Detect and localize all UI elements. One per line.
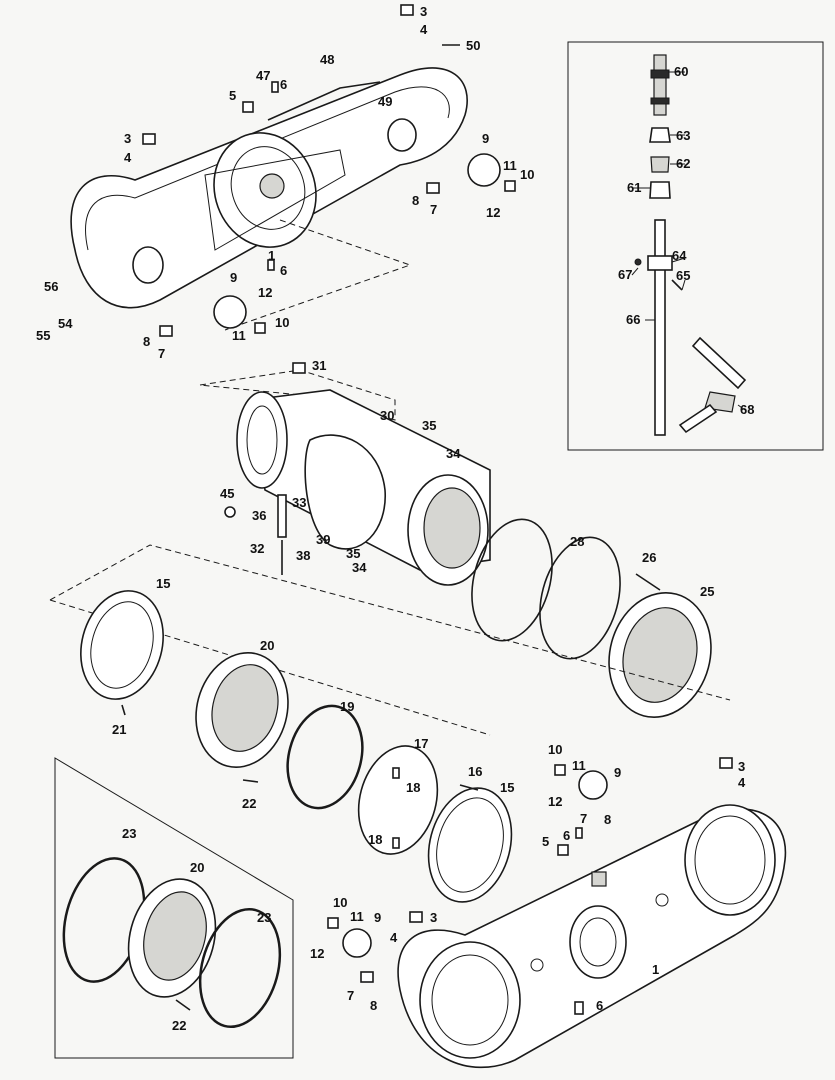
label-12-low: 12: [310, 946, 324, 961]
label-8-low: 8: [370, 998, 377, 1013]
label-10-bot: 10: [548, 742, 562, 757]
label-8-right: 8: [604, 812, 611, 827]
label-32: 32: [250, 541, 264, 556]
label-8-mid: 8: [143, 334, 150, 349]
label-10-mid: 10: [275, 315, 289, 330]
mid-parts: [49, 544, 731, 903]
label-22-bot: 22: [172, 1018, 186, 1033]
label-16: 16: [468, 764, 482, 779]
label-12-top: 12: [486, 205, 500, 220]
label-5-right: 5: [542, 834, 549, 849]
label-11-top: 11: [503, 158, 517, 173]
tool-inset: [567, 41, 824, 451]
label-45: 45: [220, 486, 234, 501]
label-15-top: 15: [156, 576, 170, 591]
label-18-top: 18: [406, 780, 420, 795]
label-23-right: 23: [257, 910, 271, 925]
label-30: 30: [380, 408, 394, 423]
lower-left-inset: [54, 757, 294, 1059]
seal-rings: [471, 518, 621, 660]
label-22-top: 22: [242, 796, 256, 811]
label-4-left: 4: [124, 150, 132, 165]
label-26: 26: [642, 550, 656, 565]
label-31: 31: [312, 358, 326, 373]
label-12-bot: 12: [548, 794, 562, 809]
label-1-top: 1: [268, 248, 275, 263]
label-11-bot: 11: [572, 758, 586, 773]
label-11-mid: 11: [232, 328, 246, 343]
label-1-bot: 1: [652, 962, 659, 977]
label-4-low: 4: [390, 930, 398, 945]
label-34-bot: 34: [352, 560, 367, 575]
part-labels: 3 4 50 48 47 5 6 49 3 4 9 11 10 8 7 12 1…: [36, 4, 754, 1033]
label-39: 39: [316, 532, 330, 547]
lower-drive-housing: [397, 804, 787, 1069]
label-63: 63: [676, 128, 690, 143]
label-28: 28: [570, 534, 584, 549]
label-6-mid: 6: [280, 263, 287, 278]
label-64: 64: [672, 248, 687, 263]
label-7-mid: 7: [158, 346, 165, 361]
label-33: 33: [292, 495, 306, 510]
label-3: 3: [420, 4, 427, 19]
label-6-bot: 6: [596, 998, 603, 1013]
label-25: 25: [700, 584, 714, 599]
label-48: 48: [320, 52, 334, 67]
label-15-mid: 15: [500, 780, 514, 795]
label-23-left: 23: [122, 826, 136, 841]
label-12-mid: 12: [258, 285, 272, 300]
label-10-low: 10: [333, 895, 347, 910]
upper-drive-housing: [70, 67, 468, 331]
axle-housing: [199, 362, 491, 586]
label-34-top: 34: [446, 446, 461, 461]
label-49: 49: [378, 94, 392, 109]
small-hardware: [142, 4, 733, 983]
label-20-bot: 20: [190, 860, 204, 875]
label-38: 38: [296, 548, 310, 563]
label-3-right: 3: [738, 759, 745, 774]
label-21: 21: [112, 722, 126, 737]
label-10-top: 10: [520, 167, 534, 182]
label-35-top: 35: [422, 418, 436, 433]
label-9-bot: 9: [614, 765, 621, 780]
ring-gear-25: [608, 573, 712, 719]
label-17: 17: [414, 736, 428, 751]
label-68: 68: [740, 402, 754, 417]
label-35-bot: 35: [346, 546, 360, 561]
label-9-low: 9: [374, 910, 381, 925]
label-36: 36: [252, 508, 266, 523]
label-7-top: 7: [430, 202, 437, 217]
label-3-low: 3: [430, 910, 437, 925]
label-3-left: 3: [124, 131, 131, 146]
label-4-right: 4: [738, 775, 746, 790]
label-19: 19: [340, 699, 354, 714]
label-60: 60: [674, 64, 688, 79]
label-9-mid: 9: [230, 270, 237, 285]
label-7-right: 7: [580, 811, 587, 826]
label-5: 5: [229, 88, 236, 103]
label-20-top: 20: [260, 638, 274, 653]
label-7-low: 7: [347, 988, 354, 1003]
label-61: 61: [627, 180, 641, 195]
label-8-top: 8: [412, 193, 419, 208]
label-62: 62: [676, 156, 690, 171]
label-56: 56: [44, 279, 58, 294]
label-11-low: 11: [350, 909, 364, 924]
label-18-bot: 18: [368, 832, 382, 847]
label-4: 4: [420, 22, 428, 37]
label-66: 66: [626, 312, 640, 327]
label-47: 47: [256, 68, 270, 83]
label-54: 54: [58, 316, 73, 331]
label-6-top: 6: [280, 77, 287, 92]
label-6-right: 6: [563, 828, 570, 843]
label-50: 50: [466, 38, 480, 53]
label-9-top: 9: [482, 131, 489, 146]
label-67: 67: [618, 267, 632, 282]
label-55: 55: [36, 328, 50, 343]
label-65: 65: [676, 268, 690, 283]
